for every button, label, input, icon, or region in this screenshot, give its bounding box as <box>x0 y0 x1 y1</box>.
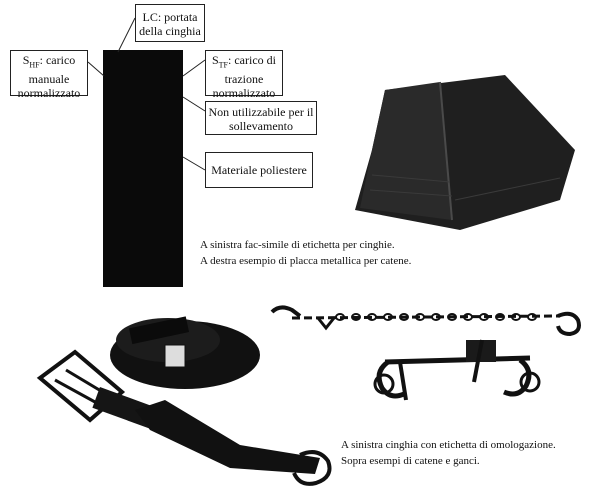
lc-line-2: della cinghia <box>139 24 201 38</box>
caption-bottom-line-2: Sopra esempi di catene e ganci. <box>341 455 480 467</box>
lc-capacity-box: LC: portata della cinghia <box>135 4 205 42</box>
caption-top-line-1: A sinistra fac-simile di etichetta per c… <box>200 239 395 251</box>
leader-lifting <box>182 96 206 112</box>
lifting-line-2: sollevamento <box>229 119 293 133</box>
leader-lc <box>117 17 136 53</box>
lifting-line-1: Non utilizzabile per il <box>208 105 314 119</box>
shf-line-1: SHF: carico <box>22 53 76 70</box>
shf-line-2: manuale <box>28 72 70 87</box>
lc-line-1: LC: portata <box>142 10 198 24</box>
stf-line-2: trazione <box>224 72 264 87</box>
shf-manual-load-box: SHF: carico manuale normalizzato <box>10 50 88 100</box>
stf-line-1: STF: carico di <box>211 53 276 70</box>
shf-line-3: normalizzato <box>17 86 81 101</box>
not-for-lifting-box: Non utilizzabile per il sollevamento <box>205 101 317 135</box>
material-polyester-box: Materiale poliestere <box>205 152 313 188</box>
stf-line-3: normalizzato <box>212 86 276 101</box>
material-line-1: Materiale poliestere <box>211 163 307 177</box>
leader-material <box>182 156 206 171</box>
caption-bottom-line-1: A sinistra cinghia con etichetta di omol… <box>341 439 556 451</box>
caption-top-line-2: A destra esempio di placca metallica per… <box>200 255 412 267</box>
leader-shf <box>87 61 105 77</box>
leader-stf <box>182 59 206 77</box>
stf-traction-load-box: STF: carico di trazione normalizzato <box>205 50 283 100</box>
strap-label-strip <box>103 50 183 287</box>
caption-bottom: A sinistra cinghia con etichetta di omol… <box>341 437 556 469</box>
caption-top: A sinistra fac-simile di etichetta per c… <box>200 237 411 269</box>
